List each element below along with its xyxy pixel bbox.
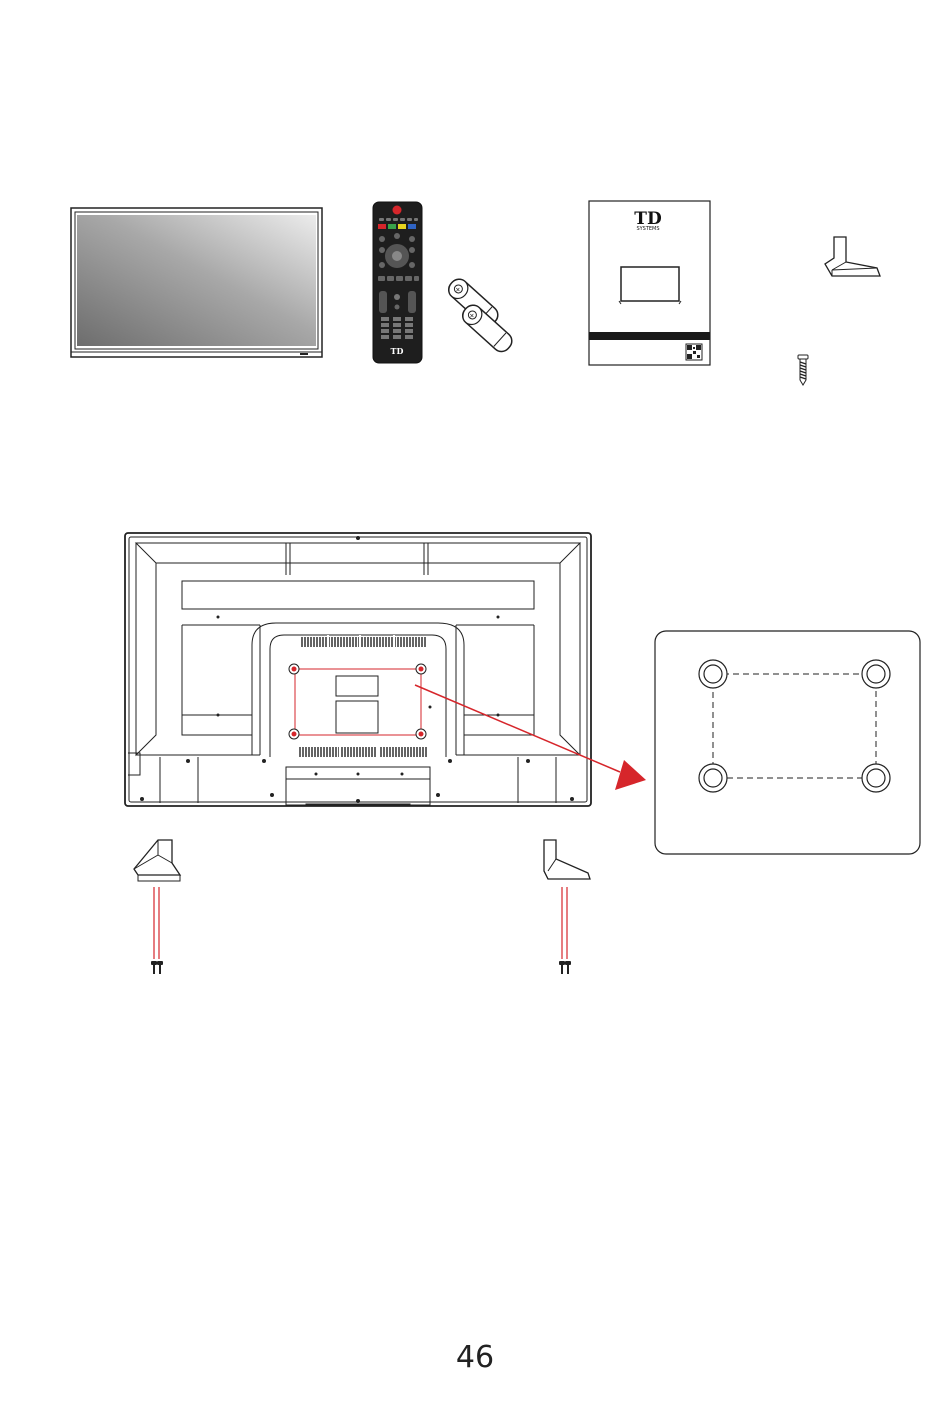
page-number: 46: [0, 1340, 950, 1375]
user-manual-icon: TD SYSTEMS: [588, 200, 712, 367]
tv-screen-icon: [70, 207, 324, 359]
manual-brand-sub: SYSTEMS: [636, 226, 659, 232]
screw-icon: [151, 961, 163, 974]
screw-icon: [559, 961, 571, 974]
vesa-pointer-arrow: [410, 680, 650, 792]
stand-foot-right: [540, 835, 596, 977]
vesa-detail-callout: [654, 630, 922, 856]
remote-logo: TD: [391, 346, 404, 356]
batteries-icon: + +: [442, 275, 518, 355]
screw-icon: [797, 354, 809, 386]
stand-foot-icon: [820, 234, 884, 280]
stand-foot-left: [132, 835, 188, 977]
remote-control-icon: TD: [372, 201, 424, 365]
